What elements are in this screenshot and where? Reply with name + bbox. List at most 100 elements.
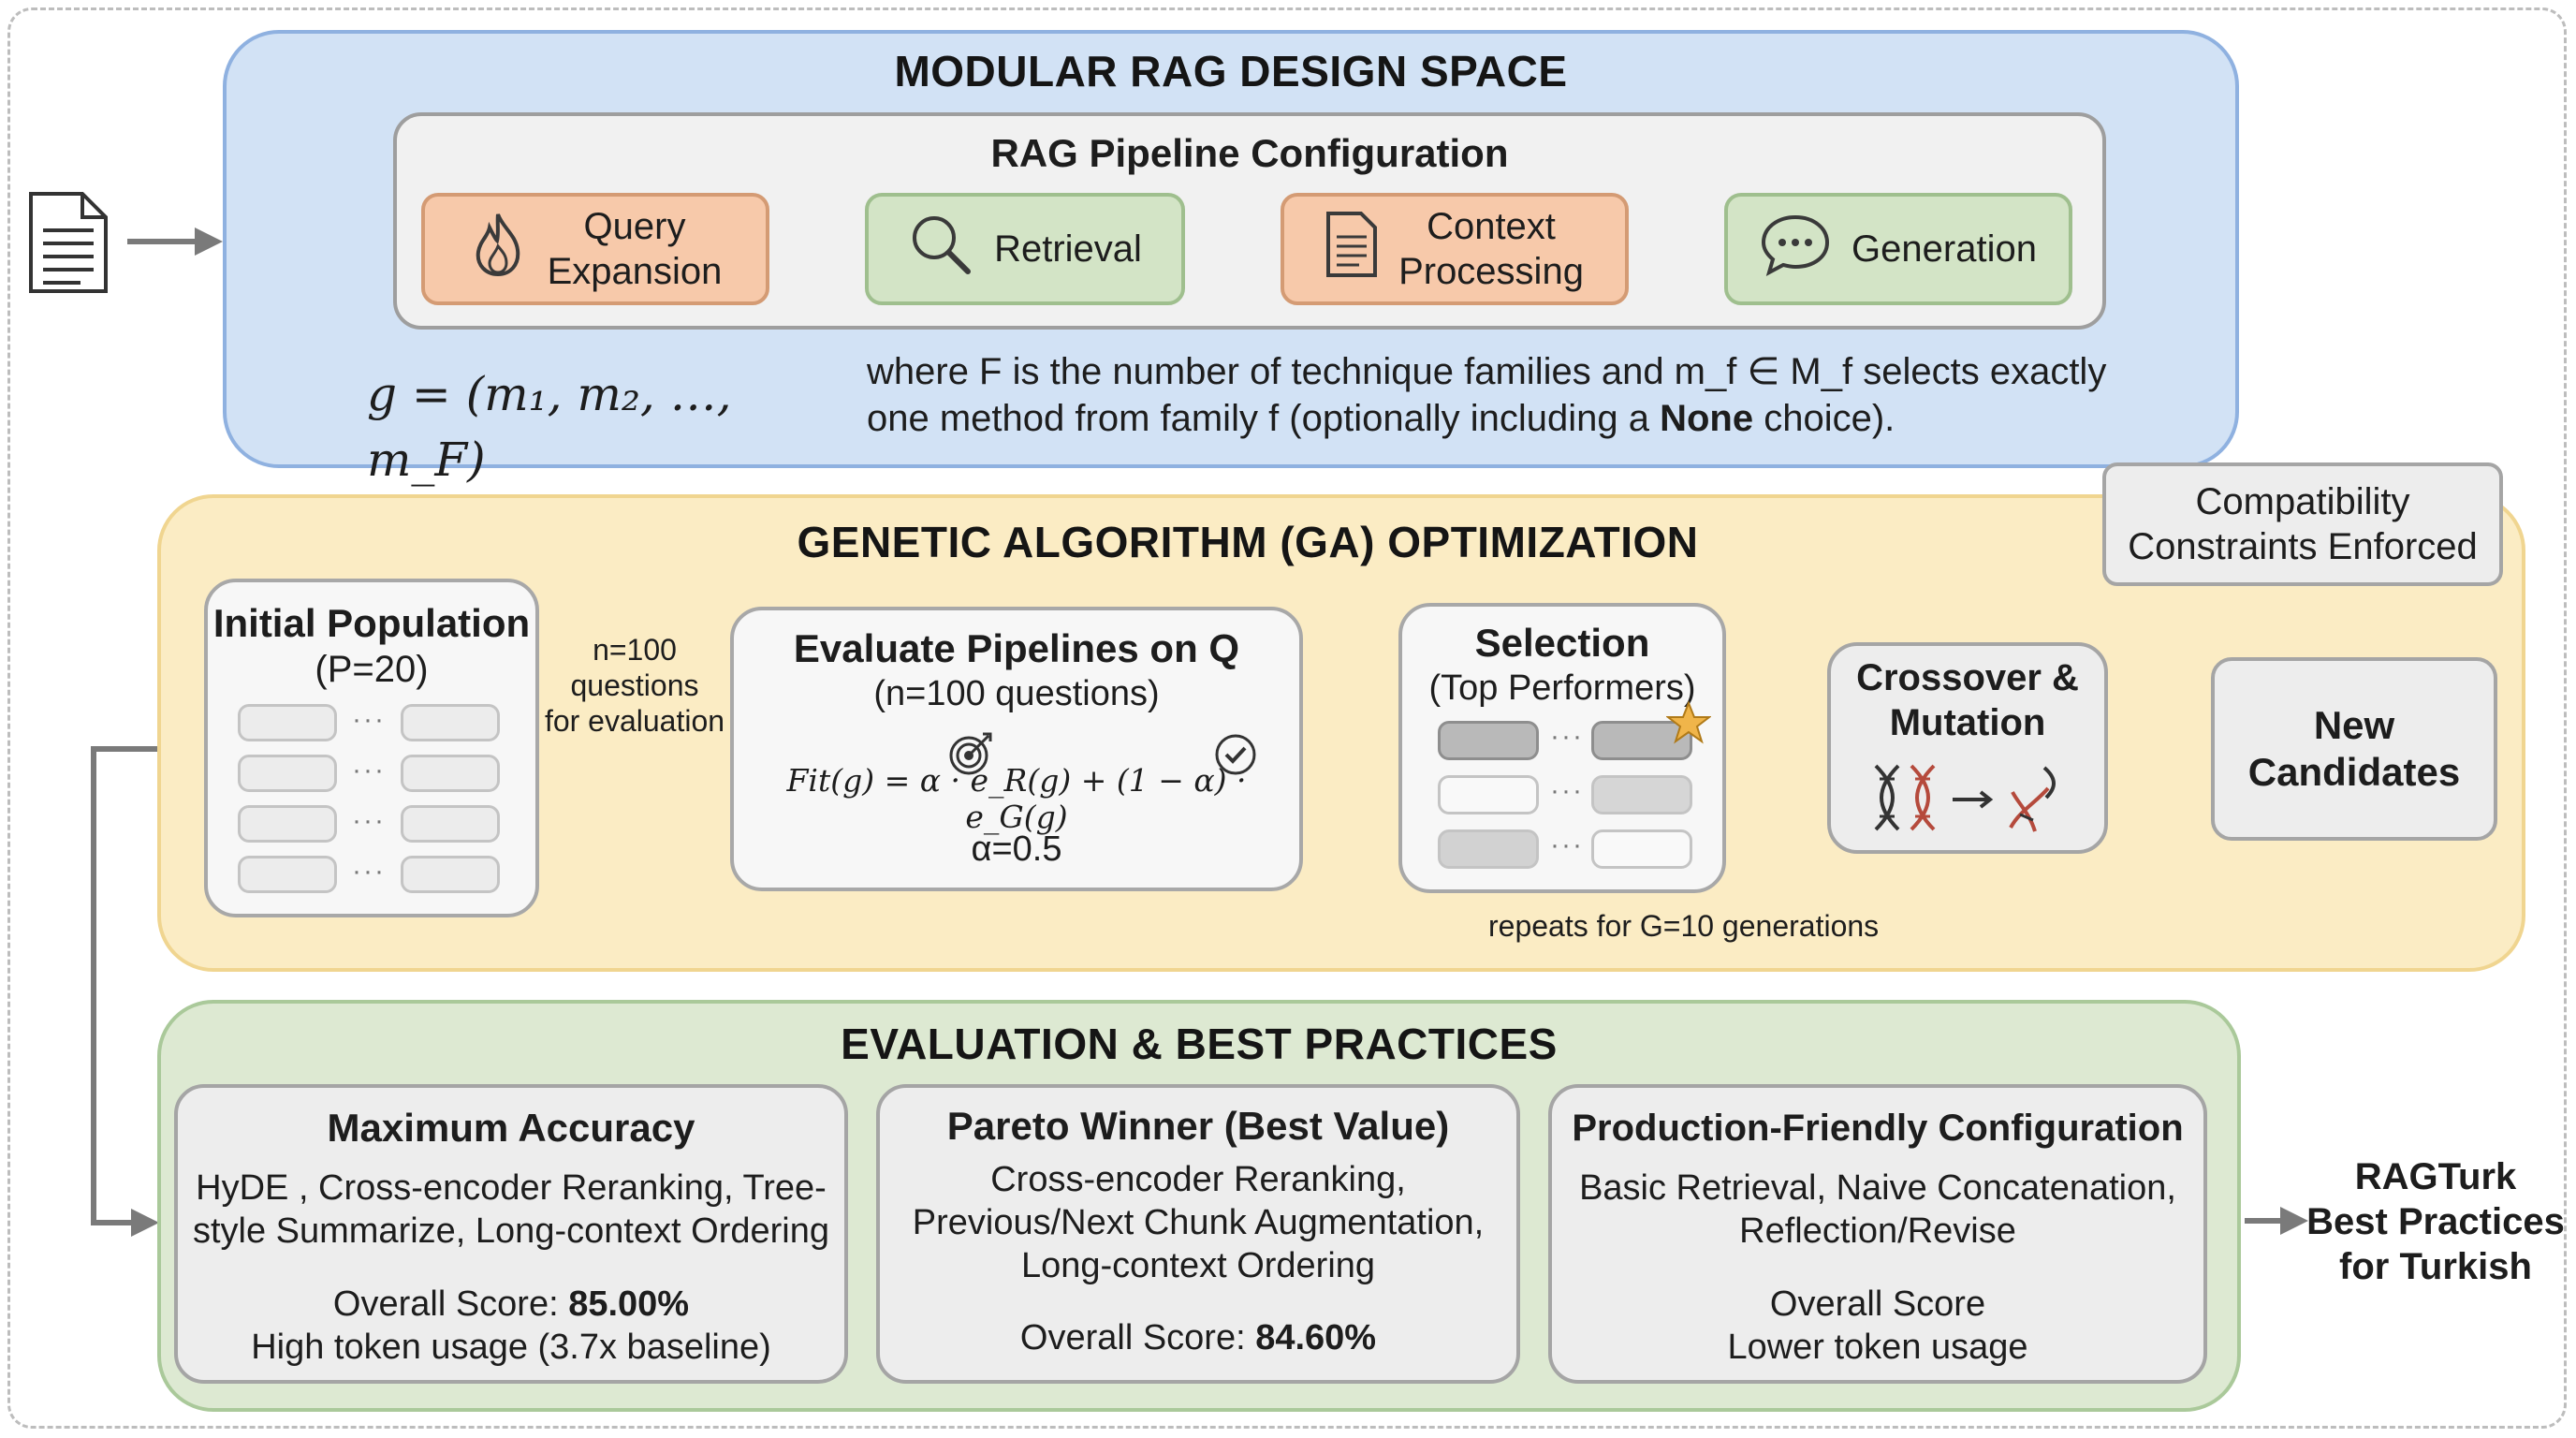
ellipsis-icon: ··· [352,856,386,887]
output-line2: Best Practices [2306,1201,2565,1242]
initial-population-title: Initial Population [212,601,531,645]
initial-population-size: (P=20) [315,649,429,690]
selected-slot [1438,721,1539,760]
genome-description: where F is the number of technique famil… [867,348,2196,442]
stage-label-line2: Processing [1398,251,1584,292]
target-icon [947,730,994,777]
card-score: Overall Score: 84.60% [876,1314,1520,1361]
ellipsis-icon: ··· [1550,721,1584,752]
card-method-line: style Summarize, Long-context Ordering [192,1211,830,1251]
card-method-line: Cross-encoder Reranking, [990,1160,1406,1199]
card-production-friendly [1548,1084,2207,1384]
evaluation-title: EVALUATION & BEST PRACTICES [841,1020,1558,1068]
population-to-results-arrow [91,746,204,1237]
arrow-label-line1: n=100 [593,633,677,667]
evaluation-arrow-label: n=100 questions for evaluation [532,627,738,743]
crossover-line1: Crossover & [1856,657,2079,698]
output-line1: RAGTurk [2354,1156,2517,1197]
selection-title: Selection [1474,621,1650,665]
description-bold: None [1660,398,1754,439]
score-line: Overall Score: 84.60% [1020,1316,1376,1359]
crossover-box [1827,642,2108,854]
score-prefix: Overall Score: [1019,1318,1256,1357]
stage-query-expansion: Query Expansion [421,193,769,305]
document-icon [28,191,109,294]
ellipsis-icon: ··· [1550,829,1584,860]
card-maximum-accuracy [174,1084,848,1384]
check-circle-icon [1213,732,1258,777]
population-slot [1591,775,1692,814]
design-space-title: MODULAR RAG DESIGN SPACE [894,47,1568,95]
score-prefix: Overall Score [1769,1284,1986,1324]
population-slot [1591,829,1692,869]
population-slot [238,755,337,792]
card-method-line: Basic Retrieval, Naive Concatenation, [1579,1168,2176,1208]
score-line: Overall Score [1770,1283,1985,1326]
arrow-label-line2: questions [570,668,699,702]
card-method-line: Long-context Ordering [1020,1246,1376,1285]
stage-label-line1: Context [1427,206,1556,247]
score-value: 84.60% [1255,1318,1377,1357]
card-pareto-winner [876,1084,1520,1384]
arrow-label-line3: for evaluation [544,704,725,738]
stage-generation: Generation [1724,193,2072,305]
population-slot [401,755,500,792]
compatibility-box: Compatibility Constraints Enforced [2102,462,2503,586]
card-methods: Cross-encoder Reranking, Previous/Next C… [876,1157,1520,1288]
population-slot [401,805,500,843]
card-score: Overall Score: 85.00% High token usage (… [174,1281,848,1371]
output-line3: for Turkish [2339,1246,2532,1287]
ellipsis-icon: ··· [352,704,386,735]
crossover-line2: Mutation [1889,702,2046,743]
crossover-header: Crossover & Mutation [1827,652,2108,749]
compatibility-line1: Compatibility [2195,481,2410,522]
genome-description-line1: where F is the number of technique famil… [867,351,2107,392]
description-text: choice). [1753,398,1895,439]
score-line: Overall Score: 85.00% [333,1283,689,1326]
alpha-value: α=0.5 [971,829,1062,869]
stage-query-expansion-label: Query Expansion [548,204,723,294]
population-slot [401,856,500,893]
card-title: Production-Friendly Configuration [1572,1108,2184,1149]
score-extra: High token usage (3.7x baseline) [251,1328,771,1367]
population-slot [1438,829,1539,869]
card-title: Pareto Winner (Best Value) [946,1104,1450,1148]
population-slot [238,856,337,893]
output-label: RAGTurk Best Practices for Turkish [2305,1152,2567,1292]
star-icon [1665,700,1712,745]
score-prefix: Overall Score: [332,1284,569,1324]
selection-header: Selection (Top Performers) [1398,618,1726,712]
population-slot [238,805,337,843]
initial-population-header: Initial Population (P=20) [204,599,539,693]
magnifier-icon [908,212,973,287]
description-text: one method from family f (optionally inc… [867,398,1661,439]
card-methods: Basic Retrieval, Naive Concatenation, Re… [1548,1165,2207,1255]
selection-grid: ··· ··· ··· [1438,700,1712,874]
fitness-formula: Fit(g) = α · e_R(g) + (1 − α) · e_G(g) [786,762,1247,835]
ga-title: GENETIC ALGORITHM (GA) OPTIMIZATION [797,518,1699,566]
dna-crossover-icon [1870,760,2067,835]
new-candidates-line1: New [2313,703,2395,747]
speech-bubble-icon [1760,213,1831,286]
stage-retrieval-label: Retrieval [994,228,1142,270]
evaluate-subtitle: (n=100 questions) [873,674,1160,713]
stage-context-processing: Context Processing [1281,193,1629,305]
population-grid: ··· ··· ··· ··· [238,704,505,899]
card-score: Overall Score Lower token usage [1548,1281,2207,1371]
document-icon [1325,211,1378,288]
stage-generation-label: Generation [1852,228,2037,270]
repeat-label: repeats for G=10 generations [1488,909,1880,943]
genome-formula: g = (m₁, m₂, …, m_F) [367,367,732,487]
stage-retrieval: Retrieval [865,193,1185,305]
card-method-line: Reflection/Revise [1739,1211,2016,1251]
card-methods: HyDE , Cross-encoder Reranking, Tree- st… [174,1165,848,1255]
ellipsis-icon: ··· [352,755,386,785]
new-candidates-line2: Candidates [2247,750,2461,794]
stage-label-line1: Query [583,206,686,247]
ellipsis-icon: ··· [352,805,386,836]
ellipsis-icon: ··· [1550,775,1584,806]
evaluate-header: Evaluate Pipelines on Q (n=100 questions… [730,622,1303,719]
compatibility-line2: Constraints Enforced [2128,526,2478,567]
population-slot [238,704,337,741]
stage-context-processing-label: Context Processing [1398,204,1584,294]
